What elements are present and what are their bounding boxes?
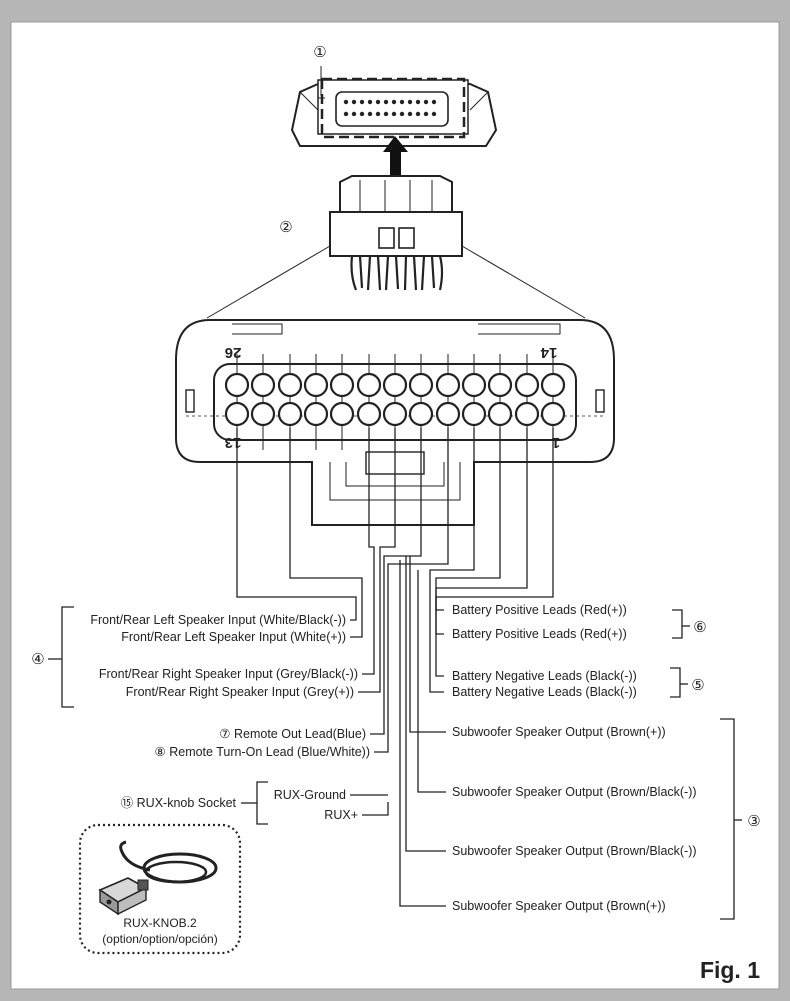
- label-rux-socket: ⑮ RUX-knob Socket: [121, 796, 237, 810]
- pin-number-1: 1: [552, 434, 560, 451]
- accessory-box: [78, 823, 242, 955]
- label-bat-neg-2: Battery Negative Leads (Black(-)): [452, 685, 637, 699]
- pin: [303, 401, 329, 427]
- pin: [277, 401, 303, 427]
- pin: [514, 401, 540, 427]
- label-sub-2: Subwoofer Speaker Output (Brown/Black(-)…: [452, 785, 697, 799]
- pin: [408, 401, 434, 427]
- accessory-name: RUX-KNOB.2: [123, 916, 197, 930]
- pin: [487, 372, 513, 398]
- rux-knob-illustration: [98, 840, 218, 916]
- callout-5: ⑤: [691, 677, 704, 694]
- connector-plug: [329, 175, 463, 291]
- pin-array: [224, 372, 566, 427]
- pin: [540, 372, 566, 398]
- pin: [329, 401, 355, 427]
- callout-1: ①: [313, 44, 326, 61]
- pin-number-13: 13: [225, 434, 242, 451]
- label-front-right-neg: Front/Rear Right Speaker Input (Grey/Bla…: [99, 667, 358, 681]
- pin: [382, 401, 408, 427]
- pin: [514, 372, 540, 398]
- accessory-option: (option/option/opción): [102, 932, 217, 946]
- label-front-left-pos: Front/Rear Left Speaker Input (White(+)): [121, 630, 346, 644]
- pin: [461, 401, 487, 427]
- callout-6: ⑥: [693, 619, 706, 636]
- pin-number-14: 14: [540, 344, 557, 361]
- pin: [356, 372, 382, 398]
- insert-arrow: [383, 136, 408, 180]
- pin: [435, 372, 461, 398]
- pin: [277, 372, 303, 398]
- label-remote-turn-on: ⑧ Remote Turn-On Lead (Blue/White)): [155, 745, 370, 759]
- pin: [435, 401, 461, 427]
- label-front-left-neg: Front/Rear Left Speaker Input (White/Bla…: [90, 613, 346, 627]
- label-bat-pos-2: Battery Positive Leads (Red(+)): [452, 627, 627, 641]
- pin-row-bottom: [224, 401, 566, 427]
- callout-4: ④: [31, 651, 44, 668]
- amplifier-unit: [290, 66, 498, 147]
- pin: [250, 401, 276, 427]
- pin: [224, 401, 250, 427]
- label-rux-plus: RUX+: [324, 808, 358, 822]
- label-rux-ground: RUX-Ground: [274, 788, 346, 802]
- zoom-line-right: [461, 245, 586, 319]
- label-sub-3: Subwoofer Speaker Output (Brown/Black(-)…: [452, 844, 697, 858]
- label-bat-pos-1: Battery Positive Leads (Red(+)): [452, 603, 627, 617]
- pin: [461, 372, 487, 398]
- pin: [329, 372, 355, 398]
- label-sub-1: Subwoofer Speaker Output (Brown(+)): [452, 725, 666, 739]
- pin-row-top: [224, 372, 566, 398]
- pin: [382, 372, 408, 398]
- callout-2: ②: [279, 219, 292, 236]
- label-bat-neg-1: Battery Negative Leads (Black(-)): [452, 669, 637, 683]
- label-front-right-pos: Front/Rear Right Speaker Input (Grey(+)): [126, 685, 354, 699]
- label-brackets: [48, 606, 742, 920]
- pin: [487, 401, 513, 427]
- pin: [224, 372, 250, 398]
- zoom-line-left: [206, 245, 331, 319]
- label-sub-4: Subwoofer Speaker Output (Brown(+)): [452, 899, 666, 913]
- pin: [250, 372, 276, 398]
- label-remote-out: ⑦ Remote Out Lead(Blue): [219, 727, 366, 741]
- pin: [408, 372, 434, 398]
- wire-routing: [236, 428, 554, 907]
- pin: [356, 401, 382, 427]
- pin: [540, 401, 566, 427]
- pin: [303, 372, 329, 398]
- figure-label: Fig. 1: [700, 957, 760, 983]
- callout-3: ③: [747, 813, 760, 830]
- pin-number-26: 26: [225, 344, 242, 361]
